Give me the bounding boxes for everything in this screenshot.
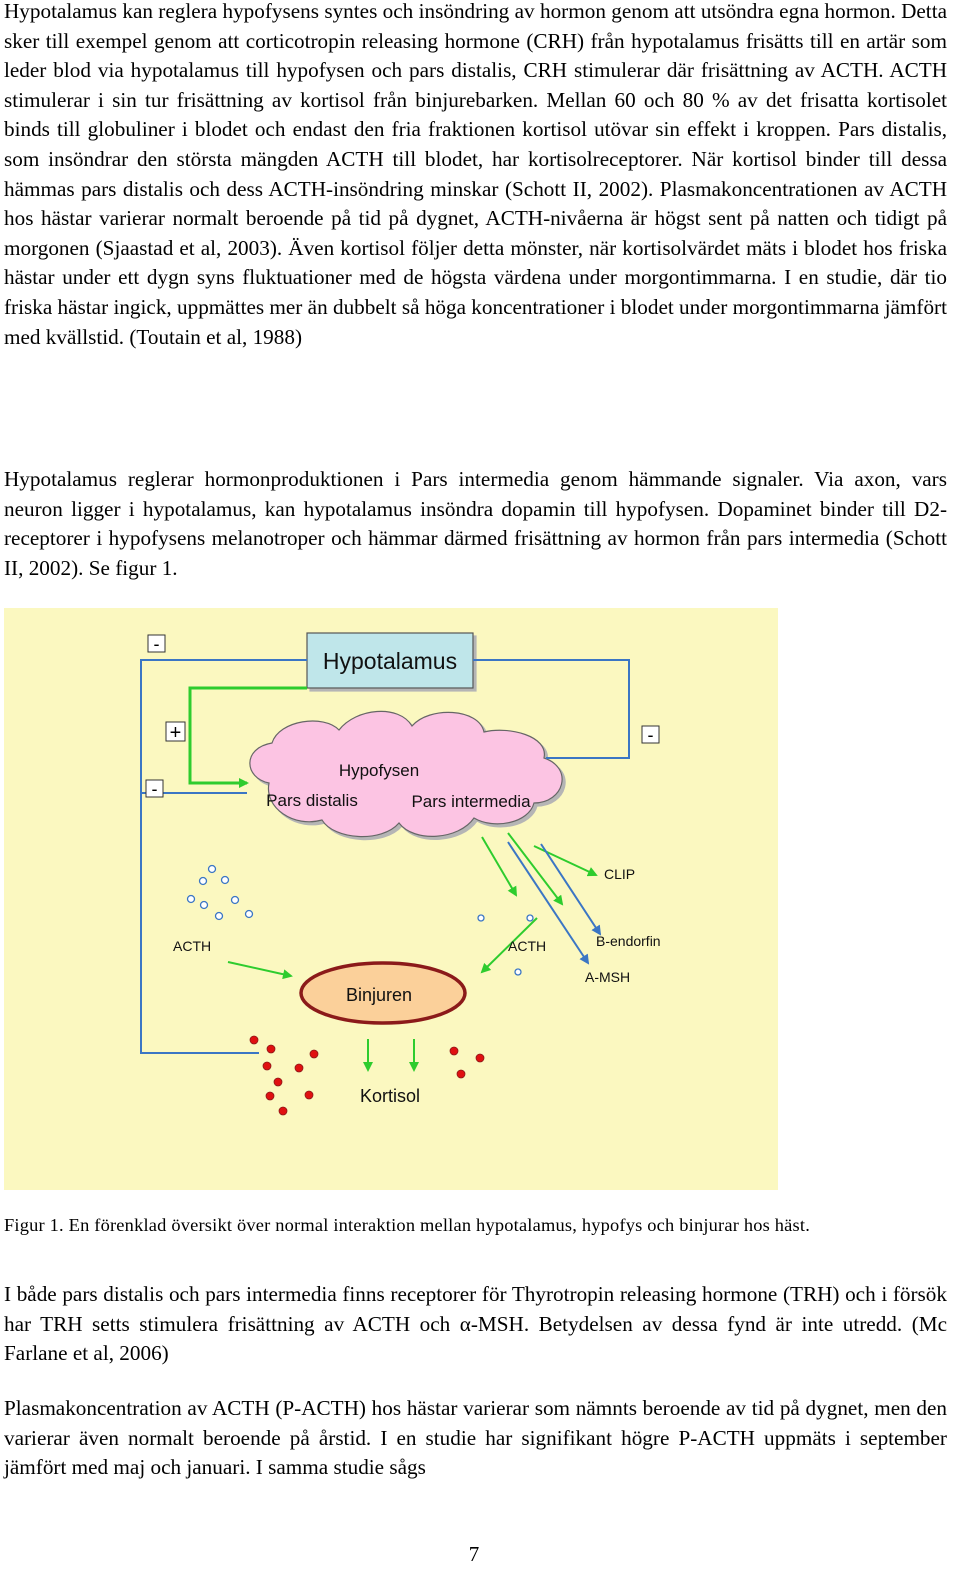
acth-left-label: ACTH [173,938,211,954]
hypotalamus-box [306,632,474,689]
sign-right-box: - [641,725,660,745]
figure-background [4,608,778,1190]
binjuren-label: Binjuren [346,985,412,1005]
page-number: 7 [468,1542,480,1566]
binjuren-ellipse [299,961,467,1025]
pars-intermedia-label: Pars intermedia [411,792,531,811]
paragraph-3: I både pars distalis och pars intermedia… [4,1282,947,1366]
svg-text:-: - [152,779,158,799]
svg-text:-: - [648,725,654,745]
b-endorfin-label: B-endorfin [596,933,661,949]
svg-text:-: - [154,634,160,654]
kortisol-dots [249,1035,485,1116]
acth-right-label: ACTH [508,938,546,954]
clip-label: CLIP [604,866,635,882]
paragraph-4: Plasmakoncentration av ACTH (P-ACTH) hos… [4,1396,947,1480]
sign-left-box: - [145,779,164,799]
figure-caption: Figur 1. En förenklad översikt över norm… [4,1215,811,1235]
figure-1-diagram: Hypotalamus Hypofysen Pars distalis Pars… [4,608,778,1190]
hypofysen-cloud [249,710,563,838]
acth-dots-left [186,864,254,921]
crh-stimulation-arrow [188,686,307,788]
sign-plus-box: + [165,721,186,744]
acth-dots-right [477,914,534,976]
a-msh-label: A-MSH [585,969,630,985]
kortisol-label: Kortisol [360,1086,420,1106]
peptide-arrows [507,841,602,965]
svg-text:+: + [170,722,182,744]
hypotalamus-label: Hypotalamus [323,648,457,674]
paragraph-1: Hypotalamus kan reglera hypofysens synte… [4,0,947,349]
kortisol-arrows [363,1039,419,1072]
sign-top-box: - [147,634,166,654]
pars-distalis-label: Pars distalis [266,791,358,810]
paragraph-2: Hypotalamus reglerar hormonproduktionen … [4,467,947,580]
hypofysen-label: Hypofysen [339,761,419,780]
